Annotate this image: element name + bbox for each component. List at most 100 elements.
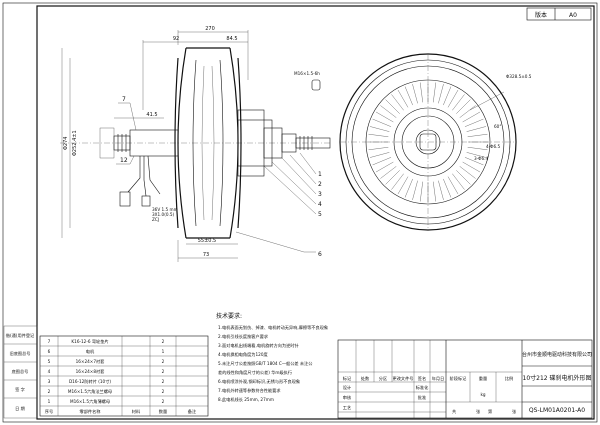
bom-cell: M16×1.5六角薄螺母 [70, 398, 110, 405]
balloon-7: 7 [122, 96, 126, 103]
note-5: 5.未注尺寸公差按照GB/T 1804 C一般公差 未注公 [218, 360, 313, 367]
bom-header: 零部件名称 [80, 408, 101, 415]
side-label-1: 借(通)用件登记 [6, 332, 35, 339]
tech-notes: 技术要求: 1.电机表面无划伤、掉漆、电机转动无异响,摩擦等不良现象 2.电机引… [216, 312, 328, 403]
rev-h-5: 签名 [418, 375, 426, 382]
note-3: 3.面对电机出线端看,电机旋转方向为逆时针 [218, 342, 299, 349]
footer-1: 共 [452, 408, 456, 415]
bom-cell: 2 [162, 389, 165, 394]
title-block: 台州市金顺电驱动科技有限公司 10寸212 碟刹电机外形图 QS-LM01A02… [337, 339, 593, 419]
role-review: 审核 [343, 394, 352, 401]
nut-detail [311, 79, 321, 91]
side-label-3: 底图总号 [12, 368, 29, 375]
axle-right [295, 137, 331, 149]
bom-cell: 2 [162, 369, 165, 374]
note-4: 4.电机换相电角度为120度 [218, 351, 268, 358]
motor-cable [127, 156, 141, 193]
role-standard: 标准化 [416, 384, 429, 391]
bom-cell: 4 [48, 369, 51, 374]
side-label-5: 日 期 [15, 406, 25, 412]
connector-2 [141, 195, 151, 207]
bom-cell: 2 [162, 339, 165, 344]
rev-h-4: 更改文件号 [393, 375, 414, 382]
dim-55: 55±0.5 [198, 238, 217, 244]
drawing-number: QS-LM01A0201-A0 [529, 407, 585, 414]
role-approve: 批准 [418, 394, 426, 401]
dim-phi274: Φ274 [63, 137, 69, 150]
bom-cell: M16×1.5六角法兰螺母 [68, 388, 112, 395]
weight-unit: kg [480, 392, 485, 397]
bom-cell: 2 [162, 399, 165, 404]
role-process: 工艺 [343, 405, 351, 410]
product-name: 10寸212 碟刹电机外形图 [523, 374, 592, 382]
dim-92: 92 [173, 36, 179, 42]
rev-h-6: 年月日 [432, 375, 445, 382]
cable-note-3: ZCJ [152, 217, 159, 222]
side-labels: 借(通)用件登记 旧底图总号 底图总号 签 字 日 期 [3, 325, 38, 419]
thread-note: M16×1.5-6h [294, 71, 320, 76]
rev-h-1: 标记 [343, 375, 352, 382]
dim-phi328: Φ328.5±0.5 [506, 74, 532, 79]
notes-heading: 技术要求: [216, 312, 242, 320]
dim-270: 270 [205, 26, 215, 32]
bom-header: 数量 [159, 408, 167, 415]
balloon-4: 4 [318, 201, 322, 208]
balloon-3: 3 [318, 191, 322, 198]
version-label: 版本 [535, 11, 547, 19]
bom-cell: 1 [48, 399, 51, 404]
dim-41-5: 41.5 [146, 112, 157, 118]
dim-84-5: 84.5 [226, 36, 237, 42]
side-label-2: 旧底图总号 [10, 350, 31, 357]
cable-note-2: 3X1.0(0.5) [152, 212, 174, 217]
side-label-4: 签 字 [15, 386, 25, 392]
bom-cell: 1 [162, 349, 165, 354]
rev-h-3: 分区 [379, 375, 387, 382]
note-9: 8.此电机线长 25mm, 27mm [218, 396, 274, 403]
bom-cell: 16×24×7衬套 [76, 358, 106, 365]
dim-holes-4: 4-Φ6.5 [486, 144, 500, 149]
balloon-2: 2 [318, 181, 322, 188]
tire-left-wall [174, 57, 179, 229]
side-view: 270 92 84.5 M16×1.5-6h [60, 26, 331, 262]
bom-cell: 2 [162, 379, 165, 384]
bom-cell: 6 [48, 349, 51, 354]
bom-header: 备注 [188, 408, 197, 415]
note-1: 1.电机表面无划伤、掉漆、电机转动无异响,摩擦等不良现象 [218, 324, 328, 331]
footer-2: 张 [476, 408, 481, 415]
bom-cell: 5 [48, 359, 51, 364]
note-8: 7.电机外转速等参数符合性能要求 [218, 387, 281, 394]
rev-h-2: 处数 [361, 375, 370, 382]
cable-note-1: 36V 1.5 mm [152, 207, 178, 212]
bom-cell: 16×24×8衬套 [76, 368, 106, 375]
note-6: 差的线性和角度尺寸的公差) 华m级执行 [218, 369, 292, 376]
balloon-12: 12 [120, 157, 128, 164]
bom-cell: 2 [162, 359, 165, 364]
dim-73: 73 [203, 252, 209, 258]
version-box: 版本 A0 [526, 7, 592, 21]
note-7: 6.电机喷涂外观,钢印标识,无锈与形不良现象 [218, 378, 300, 385]
version-value: A0 [569, 12, 577, 19]
inner-frame [36, 5, 595, 420]
bom-cell: K16-12-6 弯轮垫片 [71, 338, 108, 345]
bom-cell: D16-12防转片 (10寸) [69, 378, 111, 385]
bom-header: 材料 [132, 408, 141, 415]
note-2: 2.电机引线长度按客户要求 [218, 333, 269, 340]
dim-holes-3: 3-Φ6.4 [474, 156, 488, 161]
balloon-5: 5 [318, 211, 322, 218]
bom-cell: 7 [48, 339, 51, 344]
right-balloons: 1 2 3 4 5 6 [235, 152, 322, 258]
role-design: 设计 [343, 384, 351, 391]
balloon-6: 6 [318, 251, 322, 258]
balloon-1: 1 [318, 171, 322, 178]
stage-h-3: 比例 [505, 375, 513, 382]
footer-4: 张 [512, 408, 517, 415]
dim-phi252: Φ252.4±1 [72, 130, 78, 156]
bom-cell: 3 [48, 379, 51, 384]
footer-3: 第 [488, 408, 492, 415]
stage-h-1: 阶段标记 [450, 375, 468, 382]
front-view: Φ328.5±0.5 60° 4-Φ6.5 3-Φ6.4 [339, 53, 532, 231]
bom-cell: 2 [48, 389, 51, 394]
stage-h-2: 重量 [479, 375, 487, 382]
